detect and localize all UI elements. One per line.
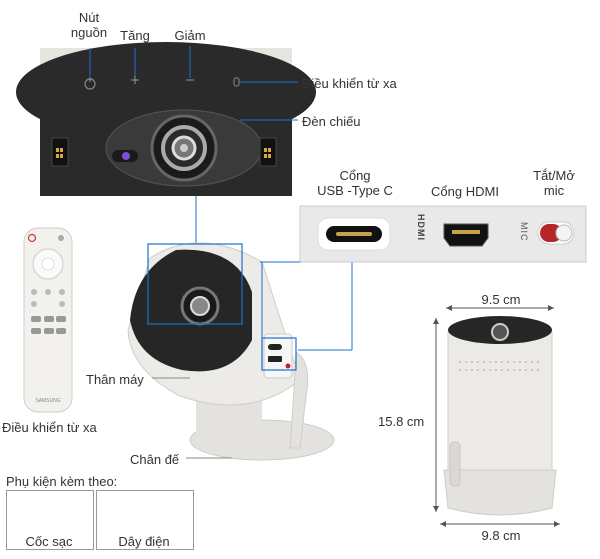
accessories-title: Phụ kiện kèm theo: xyxy=(6,474,118,489)
label-volume-down: Giảm xyxy=(174,28,206,43)
dimension-height: 15.8 cm xyxy=(378,414,425,429)
control-panel-closeup xyxy=(16,42,316,196)
label-usb-c-port: Cổng USB -Type C xyxy=(317,168,393,198)
ports-panel xyxy=(299,205,587,263)
label-power-button: Nút nguồn xyxy=(70,10,108,40)
projector-main xyxy=(127,242,335,461)
projector-dimension xyxy=(433,305,560,527)
label-stand: Chân đế xyxy=(130,452,180,467)
label-mic-toggle: Tắt/Mở mic xyxy=(533,168,575,198)
label-lens: Đèn chiếu xyxy=(302,114,361,129)
label-body: Thân máy xyxy=(86,372,144,387)
cable-box xyxy=(96,490,194,550)
label-cable: Dây điện xyxy=(118,534,170,549)
remote-brand: SAMSUNG xyxy=(35,398,61,404)
remote-control xyxy=(23,227,73,413)
mic-mark: MIC xyxy=(519,222,529,242)
dimension-base-width: 9.8 cm xyxy=(481,528,521,543)
label-volume-up: Tăng xyxy=(120,28,150,43)
label-hdmi-port: Cổng HDMI xyxy=(431,184,499,199)
callout-lines xyxy=(89,46,353,351)
label-charger: Cốc sạc xyxy=(25,534,73,549)
charger-box xyxy=(6,490,94,550)
dimension-top-width: 9.5 cm xyxy=(481,292,521,307)
label-remote-sensor: Điều khiển từ xa xyxy=(302,76,397,91)
ports-highlight-box xyxy=(261,337,297,371)
label-remote: Điều khiển từ xa xyxy=(2,420,97,435)
closeup-highlight-box xyxy=(147,243,243,325)
hdmi-mark: HDMI xyxy=(416,214,426,241)
